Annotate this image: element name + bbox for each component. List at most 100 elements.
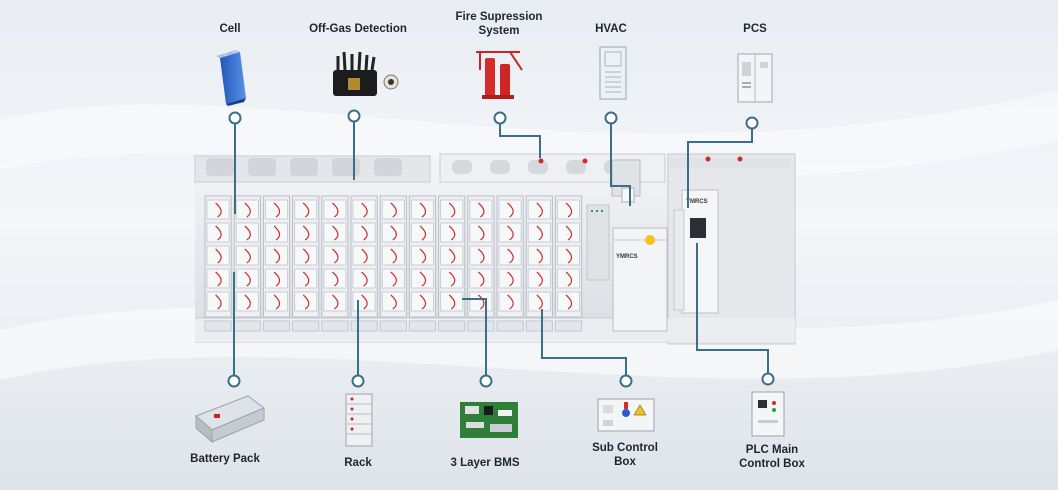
battery-rack-icon xyxy=(345,393,373,447)
power-cable xyxy=(361,202,368,218)
power-cable xyxy=(448,248,456,264)
battery-module xyxy=(527,222,551,243)
pcs-cabinet-icon xyxy=(737,53,773,103)
power-cable xyxy=(302,248,310,264)
power-cable xyxy=(273,294,281,310)
power-cable xyxy=(536,225,543,241)
battery-module xyxy=(206,199,230,220)
battery-module xyxy=(381,199,405,220)
battery-module xyxy=(440,291,464,312)
label-sub-control-box: Sub Control Box xyxy=(592,442,658,468)
power-cable xyxy=(273,248,281,264)
battery-module xyxy=(352,245,376,266)
power-cable xyxy=(244,202,251,218)
battery-module xyxy=(323,291,347,312)
battery-module xyxy=(556,245,581,266)
power-cable xyxy=(419,202,427,218)
plc-control-box-icon xyxy=(751,391,785,437)
battery-module xyxy=(410,199,435,220)
power-cable xyxy=(536,294,543,310)
battery-module xyxy=(556,222,581,243)
battery-module xyxy=(352,268,376,289)
power-cable xyxy=(507,271,514,287)
power-cable xyxy=(215,225,222,241)
battery-module xyxy=(410,291,435,312)
battery-module xyxy=(323,222,347,243)
power-cable xyxy=(390,248,397,264)
power-cable xyxy=(244,271,251,287)
battery-module xyxy=(410,268,435,289)
battery-module xyxy=(235,268,259,289)
power-cable xyxy=(332,271,339,287)
label-pcs: PCS xyxy=(743,23,767,35)
rack-base xyxy=(379,320,407,332)
battery-module xyxy=(381,291,405,312)
battery-module xyxy=(294,245,318,266)
rack-base xyxy=(262,320,291,332)
battery-module xyxy=(264,199,289,220)
battery-module xyxy=(527,199,551,220)
sub-control-cabinet: YMRCS xyxy=(612,227,668,332)
power-cable xyxy=(536,202,543,218)
battery-module xyxy=(206,222,230,243)
battery-module xyxy=(206,291,230,312)
battery-module xyxy=(264,222,289,243)
battery-module xyxy=(206,245,230,266)
power-cable xyxy=(419,248,427,264)
battery-module xyxy=(440,245,464,266)
power-cable xyxy=(332,294,339,310)
power-cable xyxy=(565,271,573,287)
battery-module xyxy=(410,222,435,243)
power-cable xyxy=(215,271,222,287)
battery-module xyxy=(410,245,435,266)
power-cable xyxy=(419,294,427,310)
battery-cell-icon xyxy=(216,50,246,106)
power-cable xyxy=(507,202,514,218)
rack-base xyxy=(467,320,495,332)
battery-module xyxy=(381,222,405,243)
power-cable xyxy=(244,248,251,264)
power-cable xyxy=(478,271,485,287)
battery-module xyxy=(469,245,493,266)
power-cable xyxy=(273,225,281,241)
battery-module xyxy=(440,268,464,289)
rack-base xyxy=(554,320,583,332)
rack-base xyxy=(408,320,437,332)
rack-base xyxy=(438,320,466,332)
label-cell: Cell xyxy=(219,23,241,35)
power-cable xyxy=(536,271,543,287)
power-cable xyxy=(244,294,251,310)
power-cable xyxy=(448,294,456,310)
power-cable xyxy=(419,271,427,287)
power-cable xyxy=(390,202,397,218)
battery-racks xyxy=(204,195,583,332)
label-fire-supression-system: Fire Supression System xyxy=(455,11,543,37)
power-cable xyxy=(448,202,456,218)
fire-suppression-icon xyxy=(476,51,523,99)
battery-module xyxy=(294,291,318,312)
battery-module xyxy=(235,245,259,266)
power-cable xyxy=(390,294,397,310)
power-cable xyxy=(361,294,368,310)
power-cable xyxy=(361,248,368,264)
battery-module xyxy=(235,199,259,220)
plc-cabinet: YMRCS xyxy=(673,189,719,314)
power-cable xyxy=(478,225,485,241)
power-cable xyxy=(273,202,281,218)
rack-base xyxy=(496,320,524,332)
label-battery-pack: Battery Pack xyxy=(190,453,260,465)
sub-control-box-icon xyxy=(597,398,655,432)
power-cable xyxy=(565,248,573,264)
power-cable xyxy=(507,248,514,264)
battery-module xyxy=(294,222,318,243)
rack-base xyxy=(204,320,232,332)
power-cable xyxy=(332,202,339,218)
battery-module xyxy=(323,245,347,266)
power-cable xyxy=(478,248,485,264)
battery-module xyxy=(469,199,493,220)
power-cable xyxy=(390,225,397,241)
battery-module xyxy=(556,268,581,289)
power-cable xyxy=(565,202,573,218)
battery-module xyxy=(498,291,522,312)
